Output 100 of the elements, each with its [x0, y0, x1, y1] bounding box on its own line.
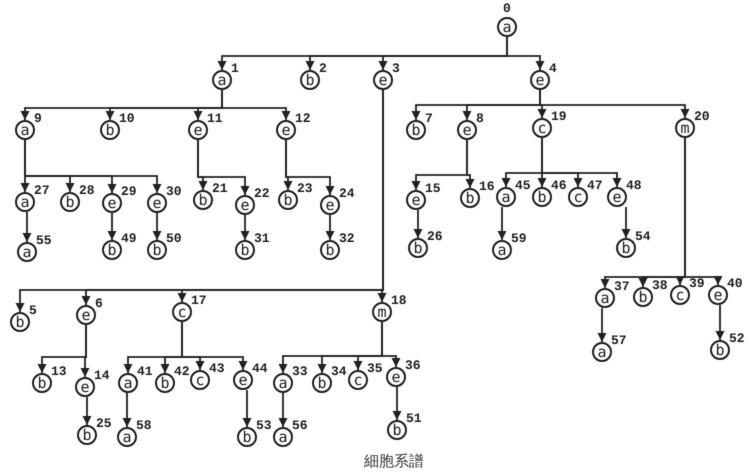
cell-circle: a — [15, 120, 35, 140]
arrow — [622, 207, 630, 238]
cell-number: 15 — [425, 182, 441, 195]
cell-circle: b — [387, 420, 407, 440]
cell-circle: b — [278, 190, 298, 210]
cell-circle: e — [147, 193, 167, 213]
cell-number: 22 — [254, 187, 270, 200]
cell-number: 43 — [209, 362, 225, 375]
cell-number: 26 — [427, 230, 443, 243]
cell-number: 55 — [36, 234, 52, 247]
cell-number: 18 — [391, 294, 407, 307]
cell-circle: e — [530, 70, 550, 90]
cell-number: 47 — [587, 179, 603, 192]
cell-number: 21 — [212, 182, 228, 195]
cell-number: 30 — [166, 185, 182, 198]
cell-number: 42 — [174, 365, 190, 378]
arrow — [80, 325, 90, 377]
arrow — [22, 212, 32, 242]
arrow — [122, 393, 132, 427]
cell-circle: b — [32, 373, 52, 393]
cell-circle: a — [492, 240, 512, 260]
cell-circle: b — [147, 240, 167, 260]
cell-circle: e — [320, 195, 340, 215]
cell-number: 6 — [95, 297, 103, 310]
arrow — [242, 390, 252, 427]
arrow — [414, 210, 422, 238]
cell-number: 36 — [405, 359, 421, 372]
arrow — [466, 140, 474, 188]
arrow — [285, 140, 334, 195]
cell-number: 29 — [121, 185, 137, 198]
cell-circle: e — [76, 305, 96, 325]
cell-number: 53 — [256, 419, 272, 432]
cell-circle: b — [100, 120, 120, 140]
cell-number: 25 — [96, 417, 112, 430]
cell-circle: a — [17, 242, 37, 262]
cell-circle: a — [592, 342, 612, 362]
cell-circle: b — [406, 120, 426, 140]
cell-circle: b — [155, 373, 175, 393]
cell-circle: a — [273, 373, 293, 393]
cell-number: 8 — [476, 112, 484, 125]
cell-number: 49 — [121, 232, 137, 245]
cell-number: 57 — [611, 334, 627, 347]
cell-number: 40 — [727, 277, 743, 290]
arrow — [716, 305, 724, 340]
cell-number: 39 — [689, 277, 705, 290]
cell-circle: c — [670, 285, 690, 305]
cell-circle: c — [348, 370, 368, 390]
arrow — [278, 393, 288, 427]
cell-circle: c — [190, 370, 210, 390]
cell-number: 10 — [119, 112, 135, 125]
cell-circle: e — [457, 120, 477, 140]
cell-number: 44 — [252, 362, 268, 375]
cell-number: 45 — [515, 179, 531, 192]
caption: 細胞系譜 — [364, 452, 424, 471]
cell-number: 46 — [551, 179, 567, 192]
arrow — [392, 387, 402, 420]
arrow — [326, 215, 334, 240]
cell-number: 54 — [635, 230, 651, 243]
cell-circle: b — [616, 238, 636, 258]
cell-circle: e — [276, 120, 296, 140]
cell-number: 19 — [551, 110, 567, 123]
cell-circle: e — [406, 190, 426, 210]
cell-circle: e — [386, 367, 406, 387]
cell-circle: e — [188, 120, 208, 140]
cell-number: 11 — [207, 112, 223, 125]
arrow — [181, 322, 248, 370]
cell-circle: e — [708, 285, 728, 305]
arrow — [498, 207, 506, 240]
cell-circle: b — [460, 188, 480, 208]
cell-number: 31 — [254, 232, 270, 245]
cell-number: 34 — [331, 365, 347, 378]
cell-circle: b — [532, 187, 552, 207]
cell-number: 1 — [231, 62, 239, 75]
cell-circle: b — [77, 425, 97, 445]
cell-circle: e — [607, 187, 627, 207]
cell-circle: b — [102, 240, 122, 260]
cell-number: 0 — [503, 2, 511, 15]
cell-circle: a — [212, 70, 232, 90]
cell-circle: m — [675, 118, 695, 138]
cell-number: 48 — [626, 179, 642, 192]
cell-number: 24 — [339, 187, 355, 200]
cell-circle: m — [372, 302, 392, 322]
arrow — [108, 213, 116, 240]
cell-circle: b — [633, 287, 653, 307]
arrow — [152, 213, 162, 240]
cell-circle: a — [497, 17, 517, 37]
cell-number: 37 — [614, 280, 630, 293]
arrow — [197, 140, 250, 195]
cell-circle: a — [595, 288, 615, 308]
cell-number: 7 — [425, 112, 433, 125]
cell-number: 52 — [729, 332, 745, 345]
cell-circle: b — [193, 190, 213, 210]
cell-number: 20 — [694, 110, 710, 123]
cell-circle: c — [568, 187, 588, 207]
cell-number: 50 — [166, 232, 182, 245]
arrow — [221, 90, 290, 120]
cell-circle: b — [237, 427, 257, 447]
cell-number: 56 — [292, 419, 308, 432]
cell-circle: b — [300, 70, 320, 90]
cell-circle: c — [172, 302, 192, 322]
